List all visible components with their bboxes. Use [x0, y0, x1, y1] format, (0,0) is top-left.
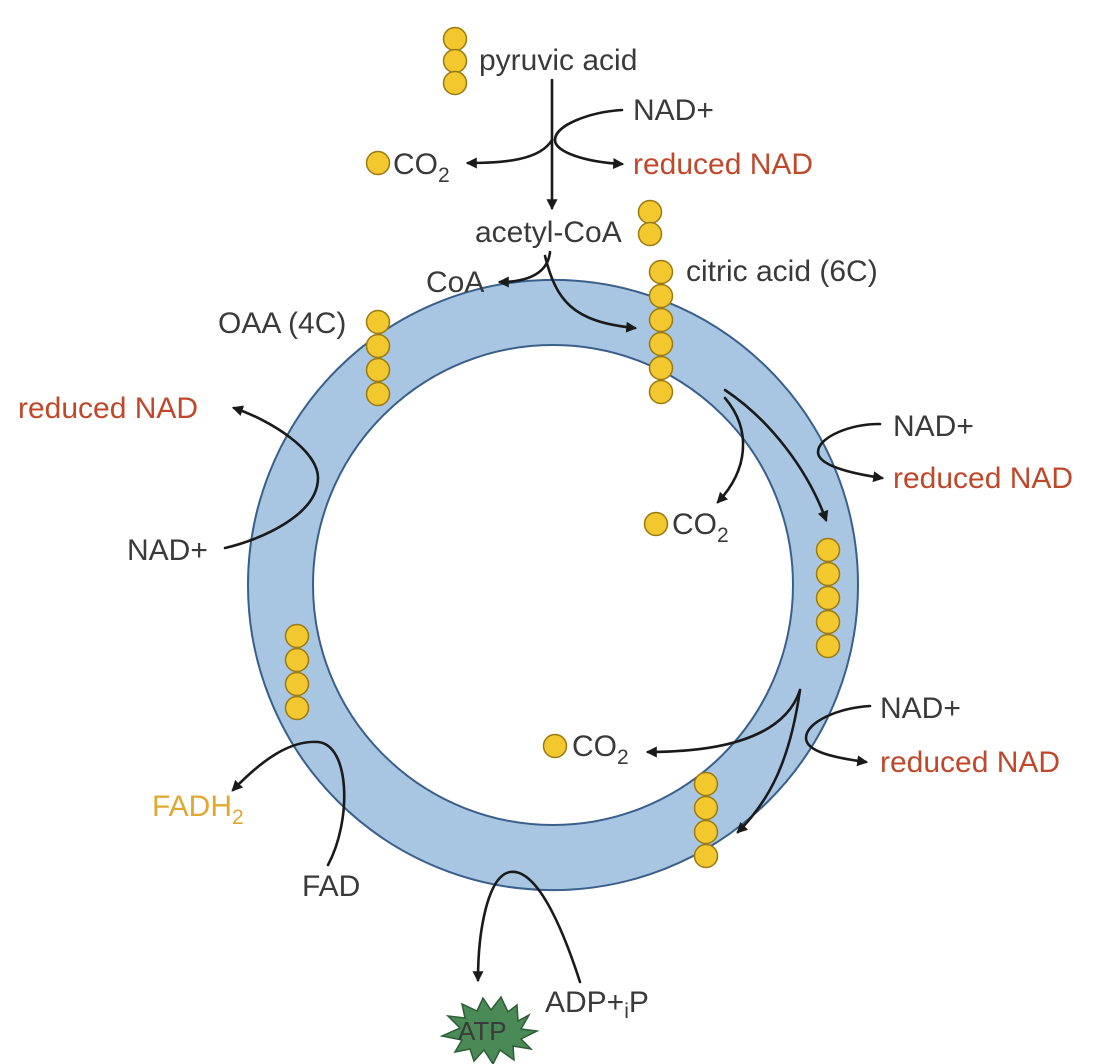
carbon-atom-icon — [643, 511, 669, 537]
carbon-atom-icon — [693, 819, 719, 845]
carbon-atom-icon — [815, 561, 841, 587]
nad-plus-top-label: NAD+ — [633, 94, 714, 127]
arrow-nad-left — [223, 405, 320, 550]
carbon-atom-icon — [693, 771, 719, 797]
fadh2-label: FADH2 — [152, 790, 244, 829]
arrow-nad-right2 — [804, 704, 872, 767]
carbon-chain-4c-right — [693, 771, 719, 869]
carbon-atom-icon — [648, 355, 674, 381]
coa-label: CoA — [426, 266, 484, 299]
arrow-5c-co2 — [645, 688, 802, 758]
carbon-chain-co2-mid — [643, 511, 669, 537]
carbon-chain-citrate — [648, 259, 674, 405]
nad-plus-left-label: NAD+ — [127, 534, 208, 567]
carbon-atom-icon — [284, 647, 310, 673]
acetyl-coa-label: acetyl-CoA — [475, 216, 622, 249]
carbon-atom-icon — [442, 26, 468, 52]
reduced-nad-top-label: reduced NAD — [633, 148, 813, 181]
arrow-nad-right1 — [816, 422, 885, 483]
nad-plus-right1-label: NAD+ — [893, 410, 974, 443]
arrow-nad-top — [553, 108, 625, 170]
carbon-atom-icon — [815, 609, 841, 635]
carbon-chain-pyruvate — [442, 26, 468, 96]
carbon-atom-icon — [648, 379, 674, 405]
co2-top-label: CO2 — [393, 148, 450, 187]
carbon-atom-icon — [365, 150, 391, 176]
carbon-atom-icon — [648, 283, 674, 309]
carbon-atom-icon — [284, 623, 310, 649]
adp-pi-label: ADP+iP — [545, 986, 649, 1023]
carbon-chain-4c-left — [284, 623, 310, 721]
arrow-acetyl-to-citrate — [543, 254, 638, 333]
carbon-atom-icon — [648, 307, 674, 333]
carbon-atom-icon — [815, 537, 841, 563]
reduced-nad-right2-label: reduced NAD — [880, 746, 1060, 779]
carbon-atom-icon — [637, 199, 663, 225]
carbon-atom-icon — [365, 357, 391, 383]
cycle-ring — [246, 279, 860, 891]
carbon-atom-icon — [693, 843, 719, 869]
carbon-atom-icon — [365, 333, 391, 359]
fad-label: FAD — [302, 870, 360, 903]
co2-low-label: CO2 — [572, 730, 629, 769]
carbon-atom-icon — [365, 381, 391, 407]
atp-starburst-icon — [439, 995, 540, 1064]
reaction-arrows — [223, 78, 885, 984]
citric-acid-label: citric acid (6C) — [686, 255, 878, 288]
carbon-atom-icon — [648, 331, 674, 357]
carbon-chain-5c — [815, 537, 841, 659]
carbon-atom-icon — [365, 309, 391, 335]
carbon-atom-icon — [542, 733, 568, 759]
carbon-chain-co2-top — [365, 150, 391, 176]
carbon-atom-icon — [442, 48, 468, 74]
carbon-atom-icon — [637, 221, 663, 247]
arrow-citrate-co2 — [716, 396, 745, 504]
reduced-nad-right1-label: reduced NAD — [893, 462, 1073, 495]
arrow-co2-top — [465, 138, 554, 169]
carbon-chain-co2-low — [542, 733, 568, 759]
carbon-atom-icon — [284, 671, 310, 697]
arrow-citrate-to-5c — [723, 388, 829, 523]
carbon-atom-icon — [815, 585, 841, 611]
atp-label: ATP — [458, 1016, 507, 1046]
arrow-5c-to-4c — [736, 688, 802, 834]
co2-mid-label: CO2 — [672, 508, 729, 547]
arrow-fad-to-fadh2 — [231, 740, 346, 867]
carbon-atom-icon — [693, 795, 719, 821]
reduced-nad-left-label: reduced NAD — [18, 392, 198, 425]
carbon-atom-icon — [442, 70, 468, 96]
carbon-atom-icon — [284, 695, 310, 721]
nad-plus-right2-label: NAD+ — [880, 692, 961, 725]
pyruvic-acid-label: pyruvic acid — [479, 44, 637, 77]
carbon-chain-acetyl — [637, 199, 663, 247]
carbon-atom-icon — [815, 633, 841, 659]
carbon-atom-icon — [648, 259, 674, 285]
arrow-adp-to-atp — [472, 870, 582, 984]
arrow-coa — [497, 250, 552, 288]
carbon-chain-oaa — [365, 309, 391, 407]
oaa-label: OAA (4C) — [218, 307, 346, 340]
